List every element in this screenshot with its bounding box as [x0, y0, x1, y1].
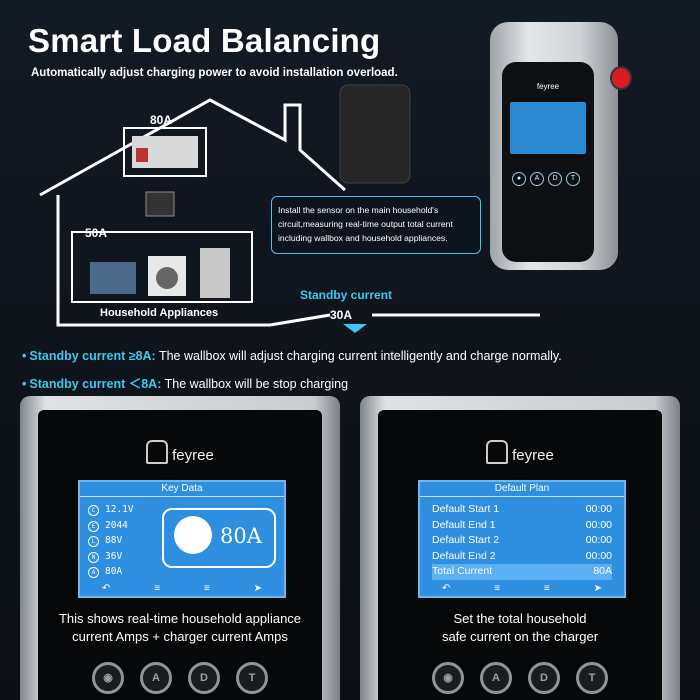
standby-label: Standby current [300, 288, 393, 302]
panel-caption: Set the total household safe current on … [441, 611, 599, 644]
wallbox-power-button[interactable]: ● [512, 172, 526, 186]
panel-brand: feyree [38, 440, 322, 464]
wallbox-d-button[interactable]: D [548, 172, 562, 186]
cursor-icon[interactable]: ➤ [593, 583, 603, 594]
sensor-note: Install the sensor on the main household… [271, 196, 481, 254]
page-title: Smart Load Balancing [28, 22, 381, 59]
power-button[interactable]: ◉ [92, 662, 124, 694]
d-button[interactable]: D [188, 662, 220, 694]
fan-icon [174, 516, 212, 554]
t-button[interactable]: T [576, 662, 608, 694]
screen-nav: ↶ ≡ ≡ ➤ [420, 583, 624, 594]
panel-buttons: ◉ A D T [378, 662, 662, 694]
bullet-dot-icon: • [22, 349, 27, 363]
wallbox-face: feyree ● A D T [502, 62, 594, 262]
feyree-logo-icon [486, 440, 509, 464]
wallbox-charger: feyree ● A D T [490, 22, 618, 270]
sort-up-icon[interactable]: ≡ [494, 583, 501, 594]
t-button[interactable]: T [236, 662, 268, 694]
appliance-label: Household Appliances [100, 307, 219, 319]
neutral-icon: N [88, 551, 99, 563]
a-button[interactable]: A [140, 662, 172, 694]
cursor-icon[interactable]: ➤ [253, 583, 263, 594]
bullet-dot-icon: • [22, 377, 27, 391]
house-amp-label: 80A [150, 113, 173, 127]
wallbox-screen [510, 102, 586, 154]
panel-caption: This shows real-time household appliance… [58, 611, 302, 644]
emergency-stop-button[interactable] [610, 66, 632, 90]
sort-down-icon[interactable]: ≡ [203, 583, 210, 594]
standby-amp-label: 30A [330, 308, 353, 322]
sort-down-icon[interactable]: ≡ [543, 583, 550, 594]
current-value: 80A [220, 524, 262, 548]
wallbox-a-button[interactable]: A [530, 172, 544, 186]
d-button[interactable]: D [528, 662, 560, 694]
appliance-amp-label: 50A [85, 226, 108, 240]
back-icon[interactable]: ↶ [441, 583, 451, 594]
ampere-icon: A [88, 567, 99, 578]
wallbox-brand: feyree [536, 82, 560, 91]
screen-title: Default Plan [420, 482, 624, 497]
bullet-standby-high: •Standby current ≥8A: The wallbox will a… [22, 349, 562, 363]
back-icon[interactable]: ↶ [101, 583, 111, 594]
bullet-standby-low: •Standby current ＜8A: The wallbox will b… [22, 377, 349, 391]
panel-brand: feyree [378, 440, 662, 464]
sort-up-icon[interactable]: ≡ [154, 583, 161, 594]
screen-nav: ↶ ≡ ≡ ➤ [80, 583, 284, 594]
current-bubble: 80A [162, 508, 276, 568]
feyree-logo-icon [146, 440, 169, 464]
voltage-icon: C [88, 505, 99, 516]
wallbox-t-button[interactable]: T [566, 172, 580, 186]
a-button[interactable]: A [480, 662, 512, 694]
page-subtitle: Automatically adjust charging power to a… [31, 67, 398, 79]
line-icon: L [88, 536, 99, 547]
panel-buttons: ◉ A D T [38, 662, 322, 694]
power-button[interactable]: ◉ [432, 662, 464, 694]
screen-title: Key Data [80, 482, 284, 497]
energy-icon: E [88, 520, 99, 532]
